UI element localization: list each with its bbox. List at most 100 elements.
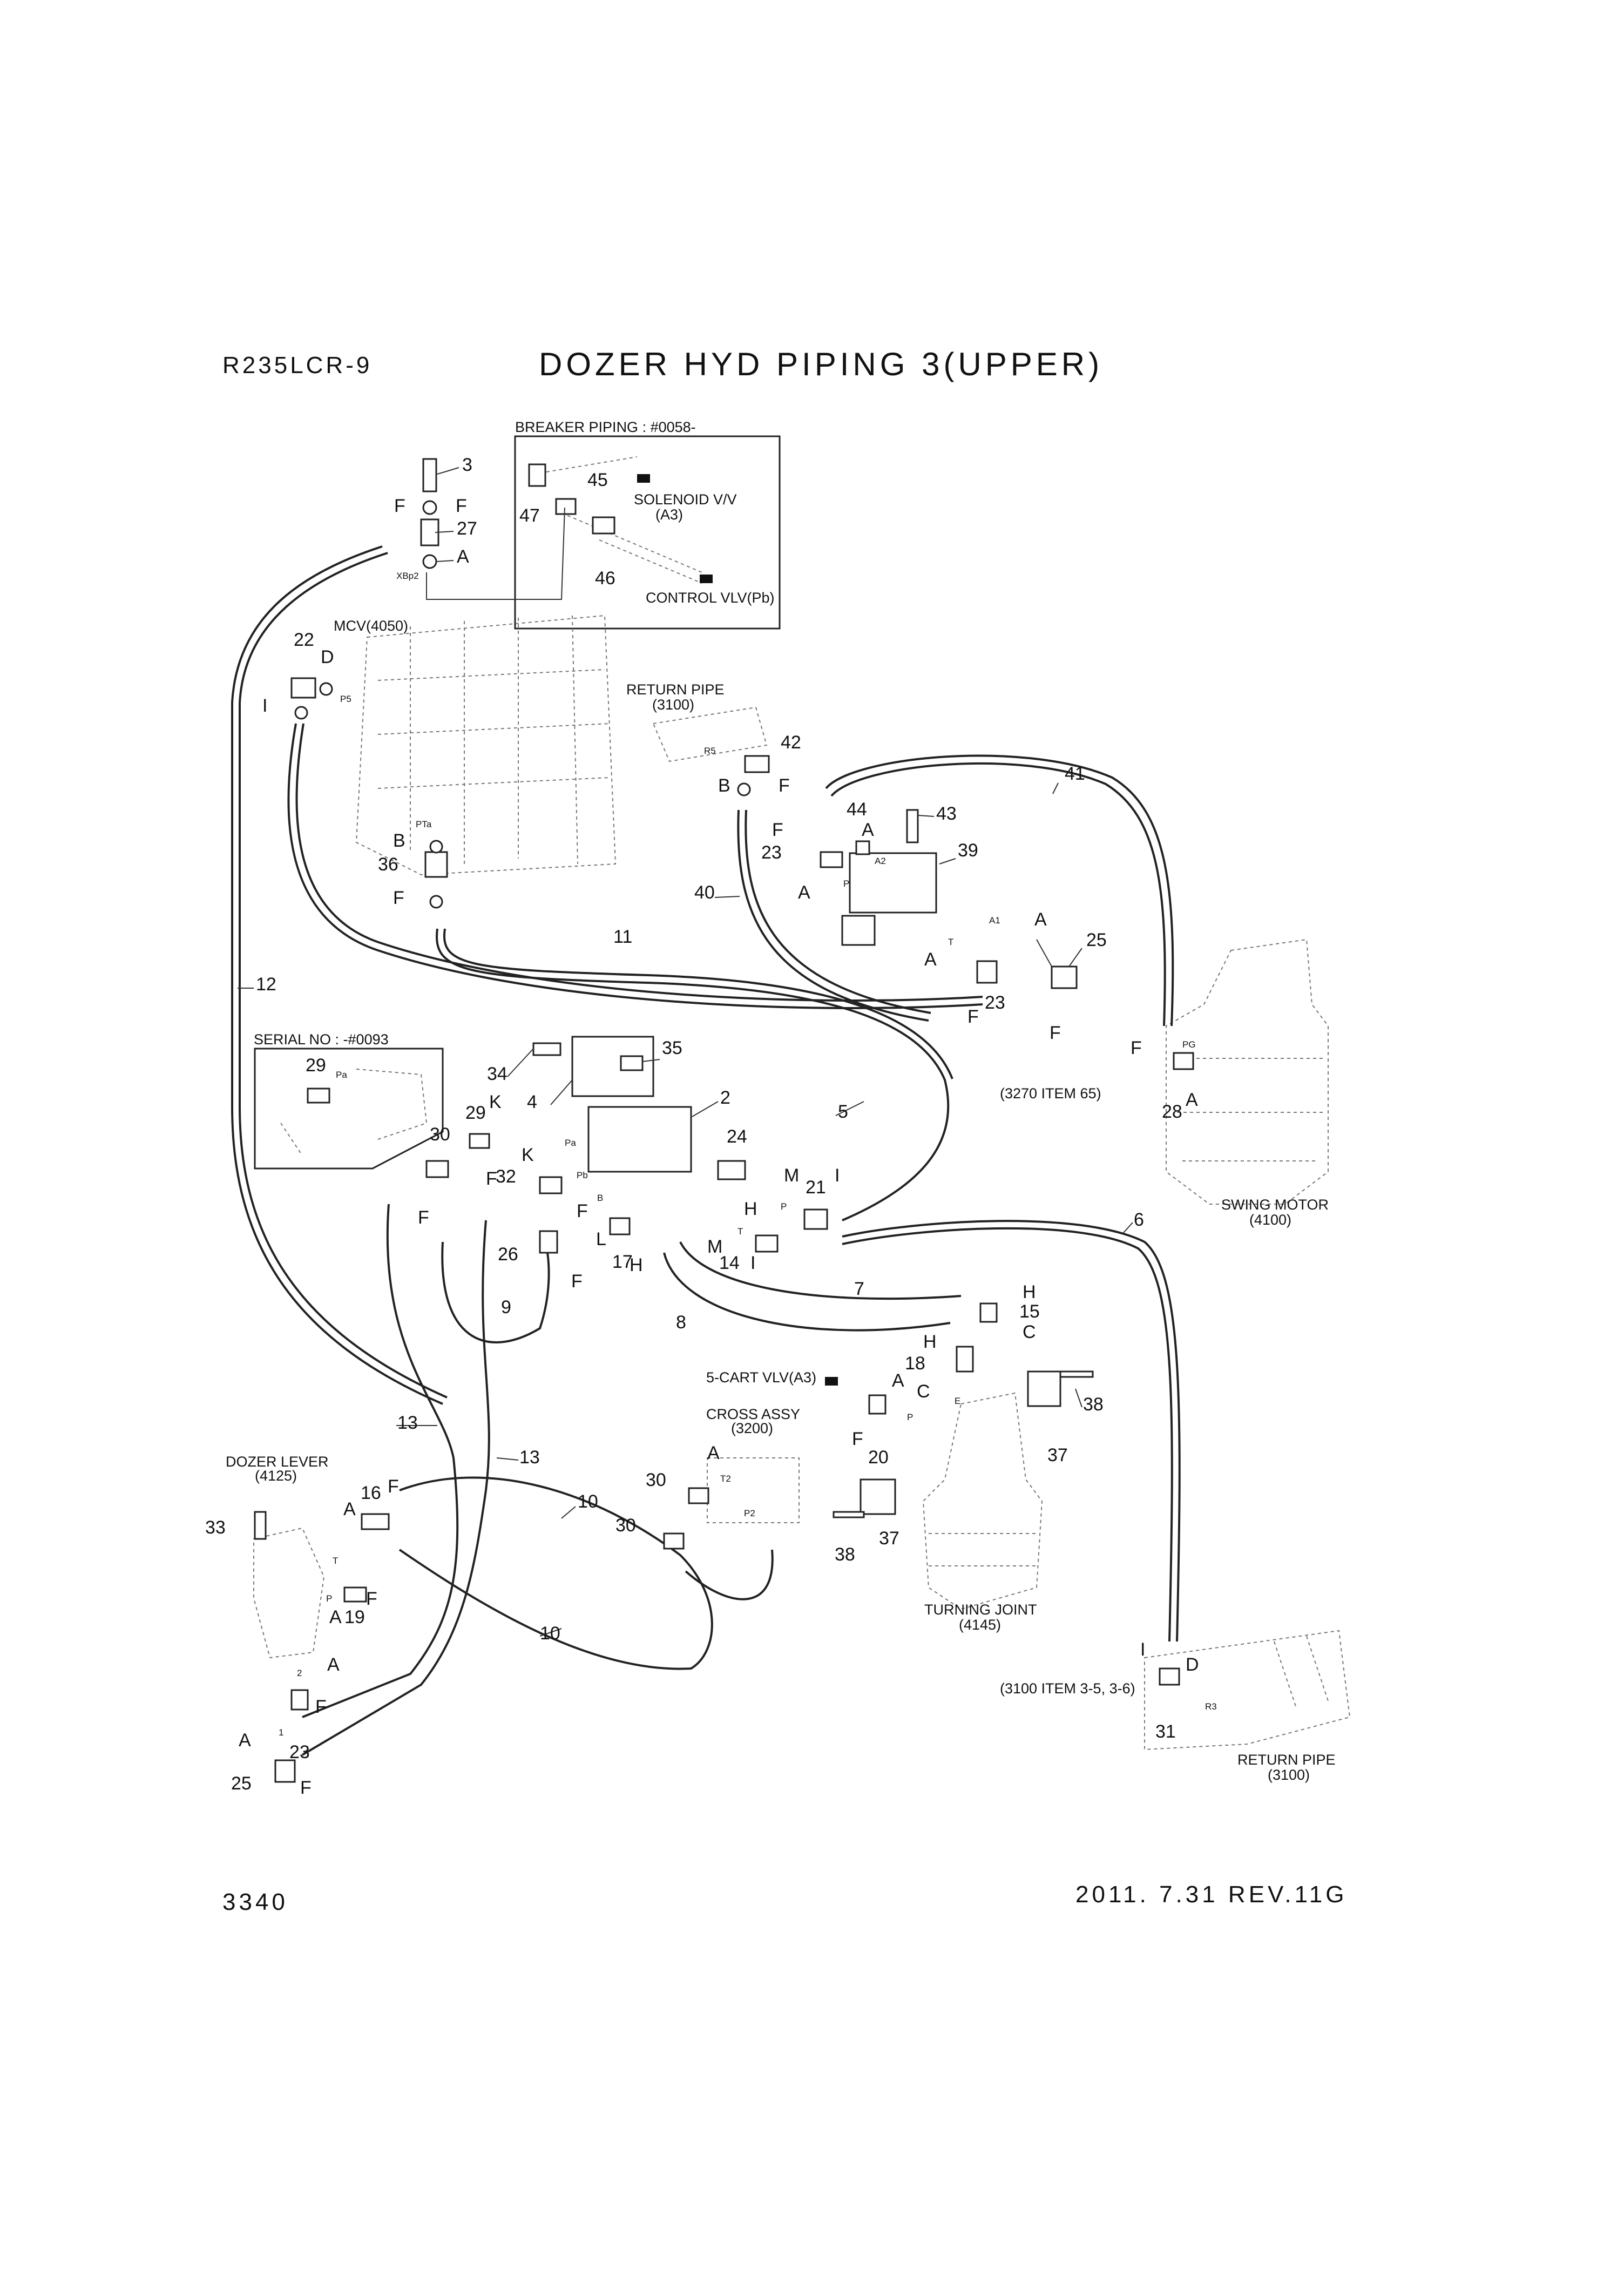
dozer-lever-ref: (4125) — [255, 1468, 297, 1484]
callout-c10b: 10 — [540, 1623, 560, 1644]
callout-c8: 8 — [676, 1312, 686, 1333]
callout-cF1: F — [394, 496, 405, 516]
callout-cI2: I — [835, 1165, 840, 1186]
callout-cF3: F — [779, 775, 790, 796]
callout-c29a: 29 — [306, 1055, 326, 1076]
fitting-29-serial — [307, 1087, 330, 1104]
hose-41 — [825, 754, 1174, 1026]
hose-5 — [436, 928, 950, 1221]
callout-cA7: A — [892, 1370, 904, 1391]
callout-cH1: H — [744, 1199, 757, 1219]
callout-cL: L — [596, 1229, 606, 1249]
callout-c39: 39 — [958, 840, 978, 861]
callout-c6: 6 — [1134, 1210, 1144, 1230]
bolt-43 — [906, 809, 919, 843]
fitting-14 — [755, 1234, 779, 1253]
fitting-28 — [1173, 1052, 1194, 1070]
port-label: PTa — [416, 819, 432, 829]
return-pipe-top-label: RETURN PIPE — [626, 681, 725, 698]
cart-vlv-marker — [825, 1377, 838, 1386]
callout-c34: 34 — [487, 1064, 508, 1084]
port-label: Pa — [565, 1138, 576, 1148]
control-vlv-label: CONTROL VLV(Pb) — [646, 590, 775, 606]
callout-cA3: A — [798, 882, 810, 903]
port-label: PG — [1182, 1039, 1196, 1050]
port-label: T2 — [720, 1474, 731, 1484]
fitting-34 — [532, 1042, 561, 1056]
callout-cA5: A — [924, 949, 937, 970]
fitting-30a — [425, 1160, 449, 1178]
callout-c36: 36 — [378, 854, 398, 875]
callout-c30b: 30 — [646, 1470, 666, 1490]
callout-c10a: 10 — [578, 1491, 598, 1512]
fitting-23c — [290, 1689, 309, 1711]
mcv-label: MCV(4050) — [334, 618, 408, 634]
callout-c12: 12 — [256, 974, 276, 995]
callout-c37b: 37 — [879, 1528, 899, 1549]
callout-c47: 47 — [519, 505, 540, 526]
callout-cM2: M — [707, 1237, 722, 1257]
block-37a — [1027, 1370, 1061, 1407]
callout-c24: 24 — [727, 1126, 747, 1147]
port-label: B — [597, 1193, 603, 1203]
fitting-46 — [592, 516, 615, 535]
callout-cH3: H — [1023, 1282, 1036, 1302]
solenoid-port-label: (A3) — [655, 506, 683, 523]
callout-c37a: 37 — [1047, 1445, 1068, 1465]
fitting-25a — [1051, 965, 1078, 989]
bolt-38b — [833, 1511, 865, 1518]
callout-cF10: F — [418, 1207, 429, 1228]
callout-cF9: F — [486, 1168, 497, 1189]
block-37b — [860, 1478, 896, 1515]
valve-39 — [849, 852, 937, 914]
fitting-19 — [343, 1586, 367, 1603]
fitting-22 — [290, 677, 316, 699]
callout-c35: 35 — [662, 1038, 682, 1058]
callout-c5: 5 — [838, 1102, 848, 1122]
callout-c44: 44 — [847, 799, 867, 820]
hose-13 — [302, 1204, 459, 1718]
callout-c29b: 29 — [465, 1103, 486, 1123]
hose-11 — [287, 723, 983, 1009]
callout-cM1: M — [784, 1165, 799, 1186]
fitting-45 — [555, 498, 577, 515]
mcv-block — [355, 614, 617, 876]
fitting-33 — [254, 1511, 267, 1540]
callout-cD2: D — [1186, 1654, 1199, 1675]
callout-c21: 21 — [806, 1177, 826, 1198]
callout-c9: 9 — [501, 1297, 511, 1318]
port-label: T — [737, 1226, 743, 1237]
callout-c16: 16 — [361, 1483, 381, 1503]
fitting-18 — [956, 1346, 974, 1373]
fitting-44 — [855, 840, 870, 855]
callout-cF7: F — [1050, 1023, 1061, 1043]
callout-c30a: 30 — [430, 1124, 450, 1145]
callout-c32: 32 — [496, 1166, 516, 1187]
fitting-35 — [620, 1055, 644, 1071]
turning-joint — [922, 1392, 1043, 1610]
port-label: P — [781, 1201, 787, 1212]
return-pipe-top — [652, 706, 768, 762]
callout-cA9: A — [343, 1499, 356, 1519]
callout-cC1: C — [1023, 1322, 1036, 1342]
callout-c27: 27 — [457, 518, 477, 539]
fitting-25b — [274, 1759, 296, 1783]
fitting-15 — [979, 1302, 998, 1323]
fittings — [254, 458, 1194, 1783]
fitting-32 — [539, 1176, 563, 1194]
callout-c41: 41 — [1065, 764, 1085, 784]
control-vlv-marker — [700, 575, 713, 583]
turning-joint-ref: (4145) — [959, 1617, 1001, 1633]
port-label: P — [326, 1593, 332, 1604]
fitting-30c — [663, 1532, 685, 1550]
callout-c45: 45 — [587, 470, 608, 490]
callout-c3: 3 — [462, 455, 472, 475]
callout-c26: 26 — [498, 1244, 518, 1265]
bolt-38a — [1059, 1370, 1094, 1378]
callout-cA11: A — [327, 1654, 340, 1675]
port-label: Pa — [336, 1070, 347, 1080]
fitting-47 — [528, 463, 546, 487]
valve-2 — [587, 1106, 692, 1173]
callout-c7: 7 — [854, 1279, 864, 1299]
